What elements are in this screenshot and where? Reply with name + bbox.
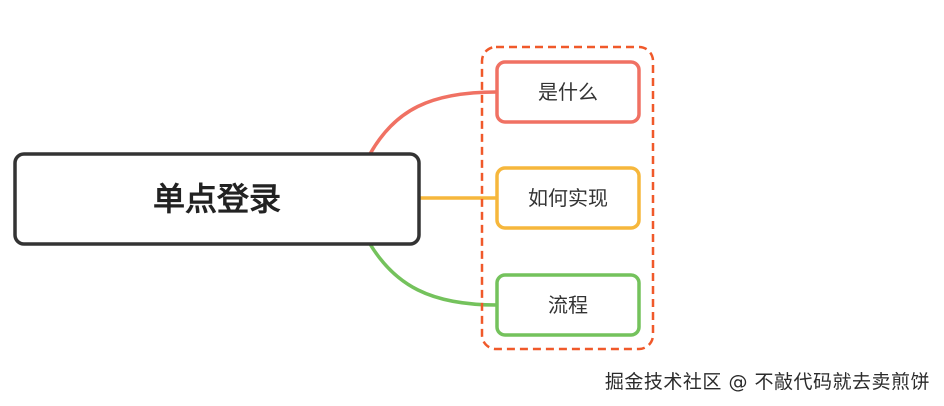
root-node[interactable]: 单点登录 [13,152,421,246]
branch-group-selection[interactable] [480,45,655,351]
branch-node-flow[interactable]: 流程 [495,273,641,337]
branch-node-what[interactable]: 是什么 [495,60,641,124]
connector-flow [368,242,499,307]
connector-what [368,90,499,156]
watermark-text: 掘金技术社区 @ 不敲代码就去卖煎饼 [604,371,930,393]
branch-node-what-label: 是什么 [538,80,598,104]
branch-node-flow-label: 流程 [548,293,588,317]
branch-node-how[interactable]: 如何实现 [495,166,641,230]
branch-node-how-label: 如何实现 [528,186,608,210]
root-node-label: 单点登录 [153,180,281,218]
